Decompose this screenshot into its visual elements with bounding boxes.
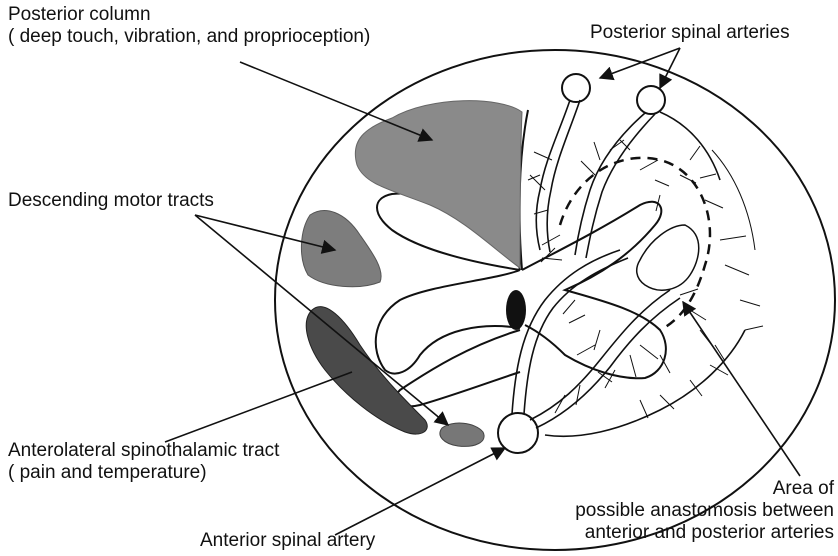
posterior-spinal-arteries-text: Posterior spinal arteries — [590, 22, 790, 44]
label-posterior-column: Posterior column ( deep touch, vibration… — [8, 4, 370, 48]
label-anterior-spinal-artery: Anterior spinal artery — [200, 530, 375, 552]
label-descending-motor-tracts: Descending motor tracts — [8, 190, 214, 212]
anterior-spinal-artery-text: Anterior spinal artery — [200, 530, 375, 552]
posterior-spinal-artery-right — [637, 86, 665, 114]
label-posterior-spinal-arteries: Posterior spinal arteries — [590, 22, 790, 44]
anterolateral-tract-title: Anterolateral spinothalamic tract — [8, 440, 279, 462]
posterior-column-detail: ( deep touch, vibration, and propriocept… — [8, 26, 370, 48]
anterolateral-tract-detail: ( pain and temperature) — [8, 462, 279, 484]
posterior-column-title: Posterior column — [8, 4, 370, 26]
central-canal — [506, 290, 526, 330]
posterior-spinal-artery-left — [562, 74, 590, 102]
anastomosis-line1: Area of — [575, 478, 834, 500]
label-anterolateral-tract: Anterolateral spinothalamic tract ( pain… — [8, 440, 279, 484]
descending-motor-tracts-text: Descending motor tracts — [8, 190, 214, 212]
anastomosis-line3: anterior and posterior arteries — [575, 522, 834, 544]
anastomosis-line2: possible anastomosis between — [575, 500, 834, 522]
label-anastomosis: Area of possible anastomosis between ant… — [575, 478, 834, 544]
spinal-cord-outline — [275, 50, 835, 550]
